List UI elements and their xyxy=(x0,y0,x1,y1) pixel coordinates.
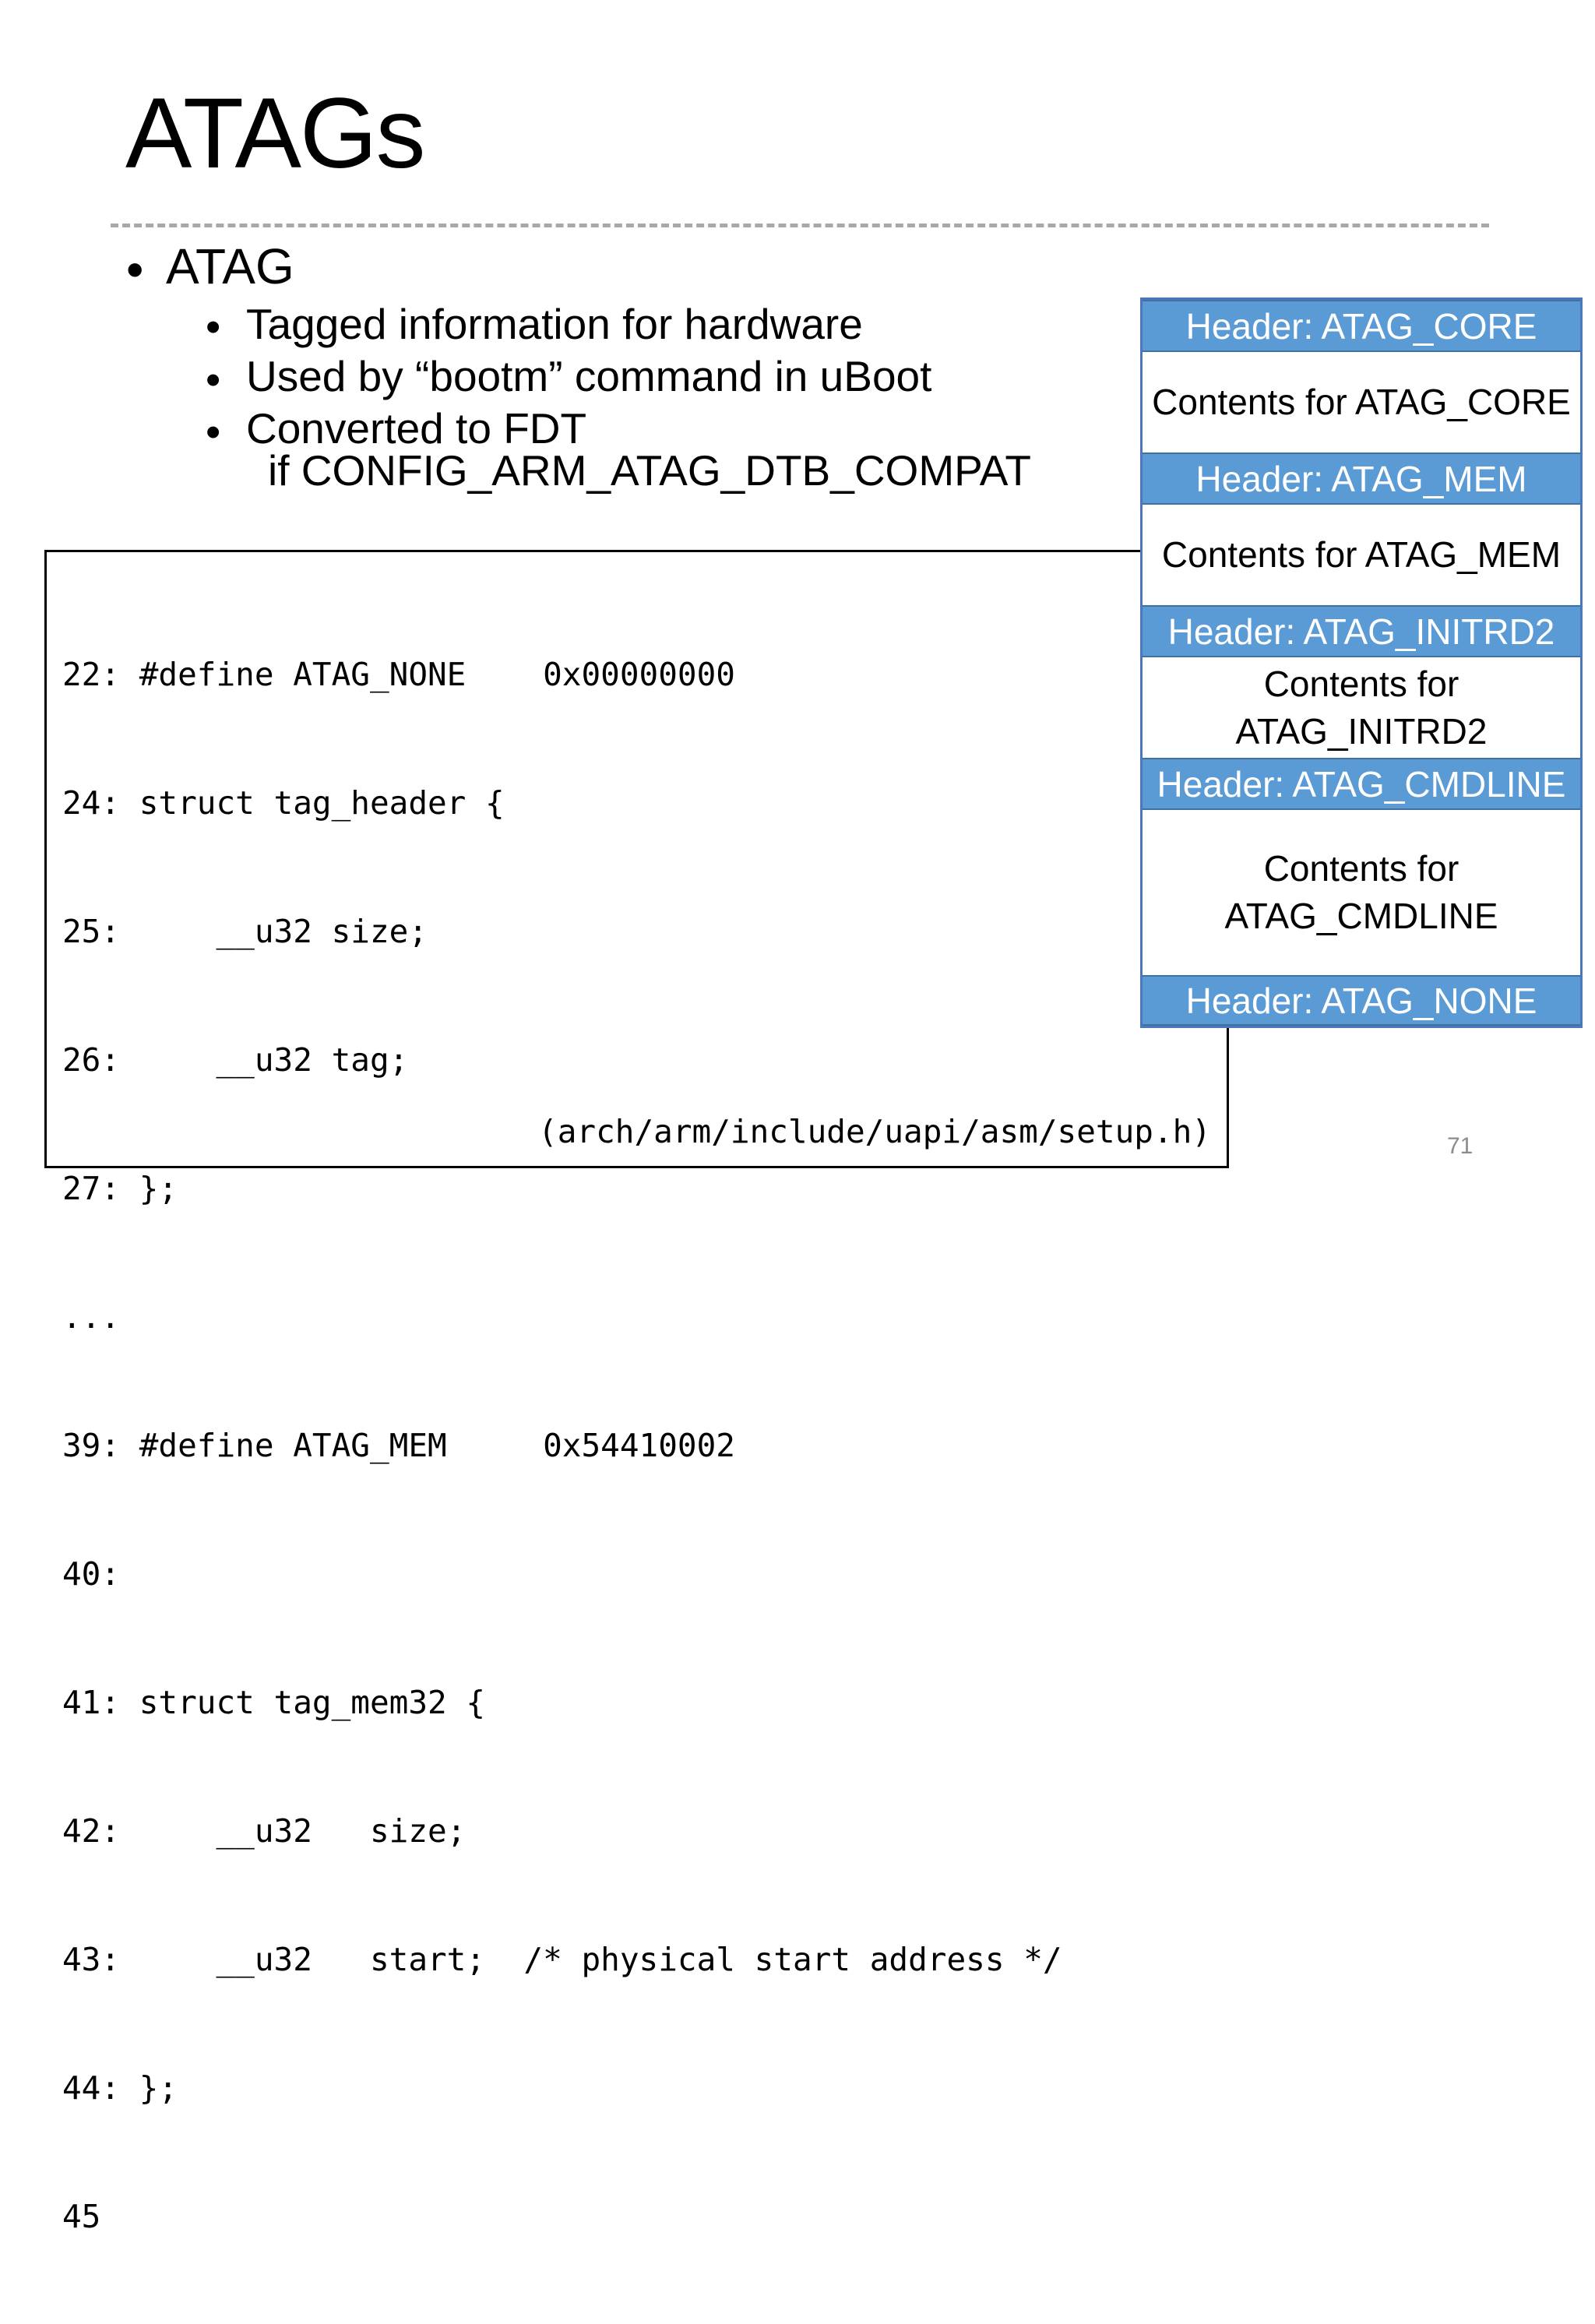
atag-cmdline-contents-line1: Contents for xyxy=(1263,848,1459,889)
atag-cmdline-contents-line2: ATAG_CMDLINE xyxy=(1224,896,1498,936)
page-number: 71 xyxy=(1447,1133,1474,1159)
atag-initrd2-header: Header: ATAG_INITRD2 xyxy=(1143,605,1580,657)
bullet-dot: • xyxy=(206,302,221,350)
code-lines: 22: #define ATAG_NONE 0x00000000 24: str… xyxy=(62,568,1062,2324)
bullet-dot: • xyxy=(126,241,144,298)
bullet-atag: ATAG xyxy=(166,238,294,294)
atag-cmdline-header: Header: ATAG_CMDLINE xyxy=(1143,758,1580,810)
atag-initrd2-contents-line2: ATAG_INITRD2 xyxy=(1235,710,1488,752)
atag-cmdline-contents: Contents for ATAG_CMDLINE xyxy=(1143,810,1580,975)
atag-core-header: Header: ATAG_CORE xyxy=(1143,300,1580,352)
atag-core-contents: Contents for ATAG_CORE xyxy=(1143,352,1580,452)
code-line: 27: }; xyxy=(62,1170,178,1207)
atag-initrd2-contents: Contents for ATAG_INITRD2 xyxy=(1143,657,1580,758)
slide-title: ATAGs xyxy=(125,78,425,189)
atag-mem-header: Header: ATAG_MEM xyxy=(1143,452,1580,505)
atag-mem-contents: Contents for ATAG_MEM xyxy=(1143,505,1580,605)
atag-initrd2-contents-line1: Contents for xyxy=(1263,663,1459,704)
bullet-fdt-continuation: if CONFIG_ARM_ATAG_DTB_COMPAT xyxy=(268,446,1031,495)
code-line: ... xyxy=(62,1298,121,1336)
title-divider xyxy=(111,224,1489,227)
code-line: 45 xyxy=(62,2198,101,2235)
atag-mem-contents-line1: Contents for ATAG_MEM xyxy=(1161,534,1562,575)
code-listing: 22: #define ATAG_NONE 0x00000000 24: str… xyxy=(44,550,1229,2235)
atag-core-contents-line1: Contents for ATAG_CORE xyxy=(1152,382,1571,422)
bullet-bootm: Used by “bootm” command in uBoot xyxy=(246,352,932,400)
atag-stack-diagram: Header: ATAG_CORE Contents for ATAG_CORE… xyxy=(1140,298,1583,1028)
code-line: 41: struct tag_mem32 { xyxy=(62,1684,486,1721)
code-line: 39: #define ATAG_MEM 0x54410002 xyxy=(62,1427,735,1464)
bullet-tagged-info: Tagged information for hardware xyxy=(246,300,863,348)
code-line: 44: }; xyxy=(62,2069,178,2107)
code-line: 24: struct tag_header { xyxy=(62,784,505,822)
atag-none-header: Header: ATAG_NONE xyxy=(1143,975,1580,1026)
code-line: 43: __u32 start; /* physical start addre… xyxy=(62,1941,1062,1978)
code-line: 40: xyxy=(62,1555,121,1593)
source-file-caption: (arch/arm/include/uapi/asm/setup.h) xyxy=(538,1113,1211,1150)
code-line: 42: __u32 size; xyxy=(62,1812,467,1850)
bullet-fdt: Converted to FDT xyxy=(246,404,587,452)
code-line: 22: #define ATAG_NONE 0x00000000 xyxy=(62,656,735,693)
bullet-dot: • xyxy=(206,407,221,456)
code-line: 26: __u32 tag; xyxy=(62,1041,409,1079)
code-line: 25: __u32 size; xyxy=(62,913,428,950)
bullet-dot: • xyxy=(206,355,221,403)
